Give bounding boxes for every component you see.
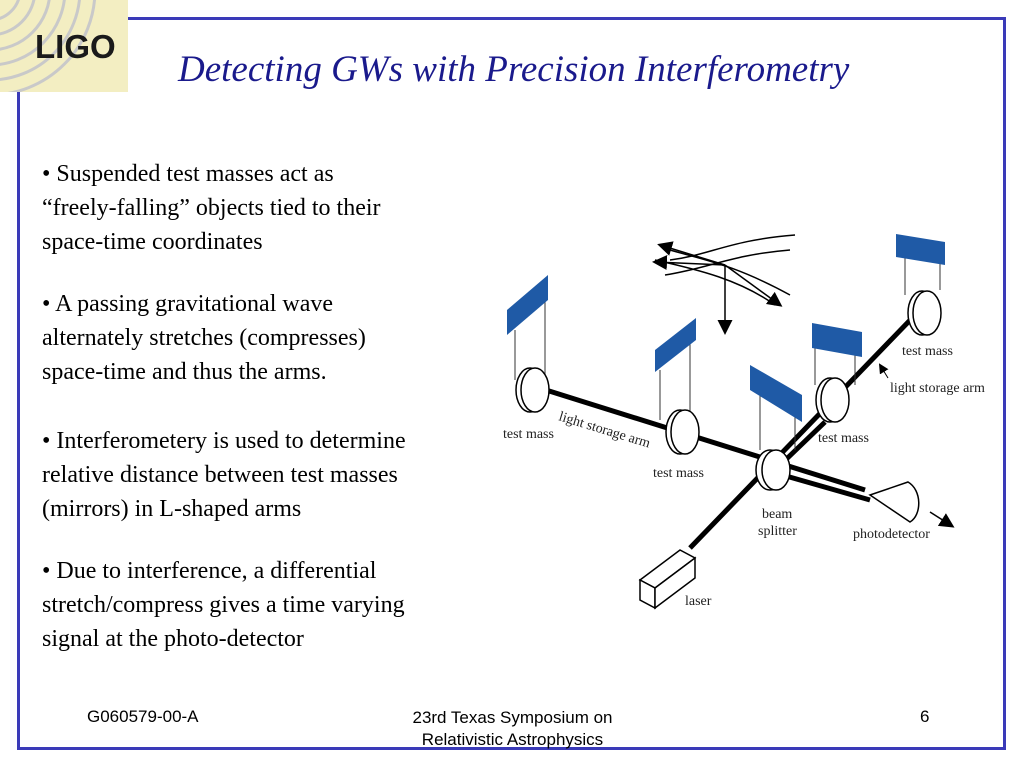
logo-text: LIGO xyxy=(35,28,116,65)
bullet-1-line-2: “freely-falling” objects tied to their xyxy=(42,195,381,221)
footer-event-line-1: 23rd Texas Symposium on xyxy=(412,708,613,727)
label-splitter: splitter xyxy=(758,524,797,539)
label-test-mass-left: test mass xyxy=(503,427,554,442)
bullet-3-line-1: • Interferometery is used to determine xyxy=(42,428,406,454)
bullet-3-line-3: (mirrors) in L-shaped arms xyxy=(42,496,302,522)
label-light-storage-arm-right: light storage arm xyxy=(890,381,985,396)
plate-center xyxy=(750,365,802,422)
slide-title: Detecting GWs with Precision Interferome… xyxy=(178,49,850,90)
plate-center-left xyxy=(655,318,696,372)
slide-frame xyxy=(17,17,1006,750)
bullet-3-line-2: relative distance between test masses xyxy=(42,462,398,488)
label-light-storage-arm-left: light storage arm xyxy=(557,409,652,451)
label-test-mass-right: test mass xyxy=(818,431,869,446)
bullet-4-line-2: stretch/compress gives a time varying xyxy=(42,592,405,618)
gravitational-wave-icon xyxy=(652,234,796,335)
bullet-2-line-1: • A passing gravitational wave xyxy=(42,291,334,317)
ligo-logo: LIGO xyxy=(0,0,128,92)
bullet-4-line-1: • Due to interference, a differential xyxy=(42,558,377,584)
bullet-1-line-3: space-time coordinates xyxy=(42,229,263,255)
bullet-1: • Suspended test masses act as “freely-f… xyxy=(42,157,482,259)
bullet-1-line-1: • Suspended test masses act as xyxy=(42,161,334,187)
plate-right xyxy=(812,323,862,357)
bullet-2: • A passing gravitational wave alternate… xyxy=(42,287,482,389)
label-laser: laser xyxy=(685,594,712,609)
bullet-2-line-3: space-time and thus the arms. xyxy=(42,359,327,385)
bullet-2-line-2: alternately stretches (compresses) xyxy=(42,325,366,351)
plate-far xyxy=(896,234,945,265)
suspension-plates xyxy=(507,234,945,422)
label-photodetector: photodetector xyxy=(853,527,930,542)
plate-left xyxy=(507,275,548,335)
laser-icon xyxy=(638,549,697,610)
bullet-4: • Due to interference, a differential st… xyxy=(42,554,482,656)
label-test-mass-far: test mass xyxy=(902,344,953,359)
footer-event: 23rd Texas Symposium on Relativistic Ast… xyxy=(380,707,645,751)
photodetector-icon xyxy=(868,481,920,523)
output-arrow xyxy=(929,511,955,528)
footer-page-number: 6 xyxy=(920,707,930,726)
label-test-mass-center: test mass xyxy=(653,466,704,481)
footer-event-line-2: Relativistic Astrophysics xyxy=(421,730,604,749)
bullet-4-line-3: signal at the photo-detector xyxy=(42,626,304,652)
interferometer-diagram: test mass light storage arm test mass te… xyxy=(503,234,985,610)
footer-doc-id: G060579-00-A xyxy=(87,707,199,726)
bullet-3: • Interferometery is used to determine r… xyxy=(42,424,482,526)
label-beam: beam xyxy=(762,507,792,522)
